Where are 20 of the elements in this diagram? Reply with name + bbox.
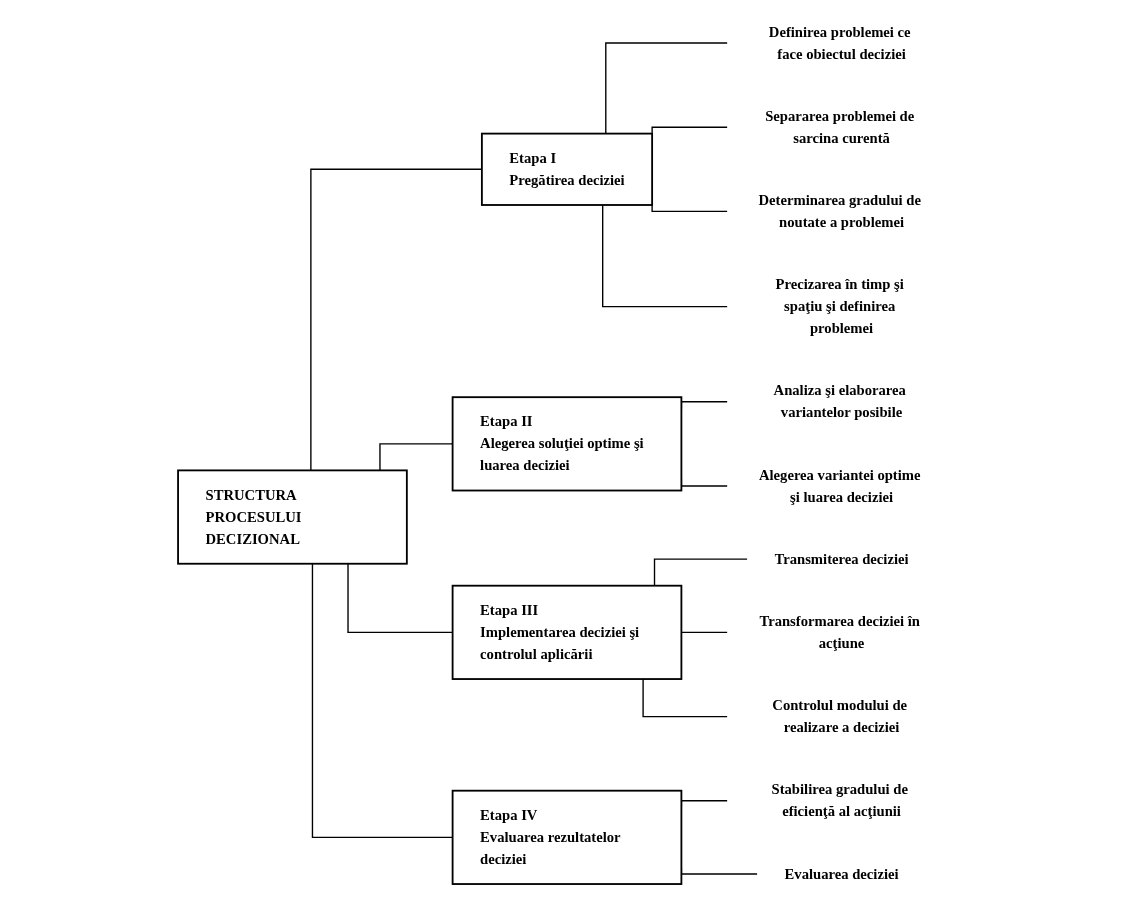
connector [653,558,748,587]
node-box: Etapa III Implementarea deciziei şi controlul aplicării [451,584,683,680]
node-text: Transformarea deciziei în acţiune [759,613,920,651]
connector [605,42,728,135]
connector [642,678,728,718]
node-text: Transmiterea deciziei [774,550,909,567]
node-box: Etapa II Alegerea soluţiei optime şi luarea deciziei [451,396,683,492]
node-text: Controlul modului de realizare a deciziei [772,697,908,735]
node-text: Precizarea în timp şi spaţiu şi definirea problemei [775,276,904,336]
connector [602,204,728,308]
node-text: Evaluarea deciziei [784,865,899,882]
node-box: Etapa IV Evaluarea rezultatelor deciziei [451,789,683,885]
node-text: Analiza şi elaborarea variantelor posibile [773,382,906,421]
node-text: Separarea problemei de sarcina curentă [765,107,915,146]
node-box: STRUCTURA PROCESULUI DECIZIONAL [177,469,408,565]
node-text: Definirea problemei ce face obiectul deciziei [768,23,911,62]
node-text: Alegerea variantei optime şi luarea deciziei [758,466,921,505]
node-text: Stabilirea gradului de eficienţă al acţiunii [771,781,908,820]
node-text: Determinarea gradului de noutate a problemei [758,192,921,230]
node-box: Etapa I Pregătirea deciziei [480,132,654,206]
